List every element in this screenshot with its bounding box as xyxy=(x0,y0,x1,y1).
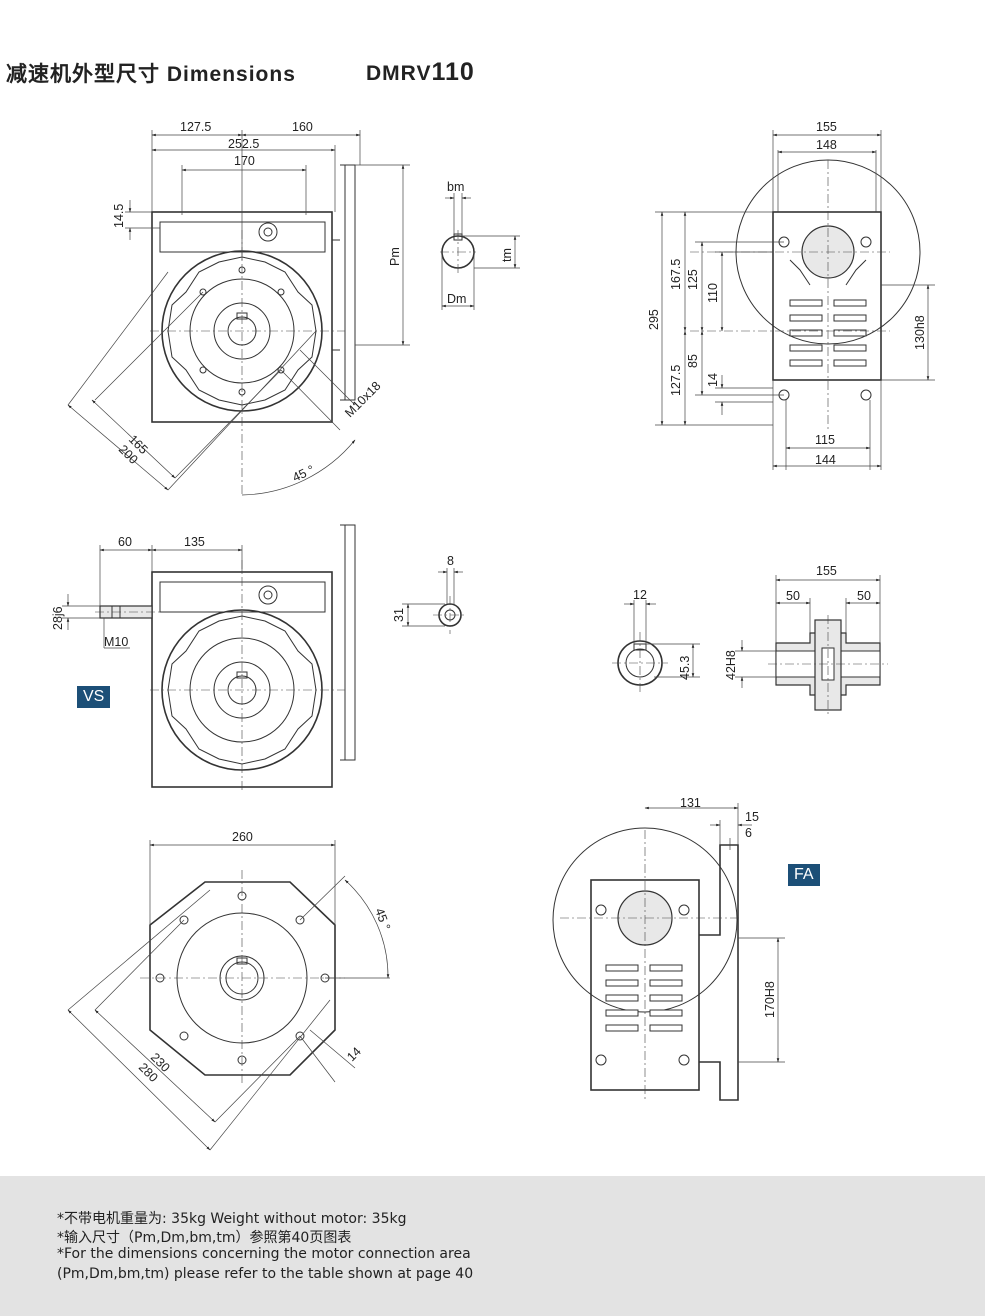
dim-15: 15 xyxy=(745,810,759,824)
dim-8: 8 xyxy=(447,554,454,568)
dim-31: 31 xyxy=(392,608,406,622)
fa-label: FA xyxy=(788,864,820,886)
vs-front-view: 60 135 28j6 M10 xyxy=(51,524,356,790)
dim-130h8: 130h8 xyxy=(913,315,927,350)
dim-m10x18: M10x18 xyxy=(342,379,383,420)
dim-45-3: 45.3 xyxy=(678,656,692,680)
dim-42h8: 42H8 xyxy=(724,650,738,680)
dim-bm: bm xyxy=(447,180,464,194)
dim-45-flange: 45 ° xyxy=(372,906,393,932)
dim-6: 6 xyxy=(745,826,752,840)
dim-260: 260 xyxy=(232,830,253,844)
dim-85: 85 xyxy=(686,354,700,368)
dim-170h8: 170H8 xyxy=(763,981,777,1018)
shaft-section-view: bm tm Dm xyxy=(440,180,520,310)
dim-252-5: 252.5 xyxy=(228,137,259,151)
dim-50-left: 50 xyxy=(786,589,800,603)
dim-131: 131 xyxy=(680,796,701,810)
note-page-reference: (Pm,Dm,bm,tm) please refer to the table … xyxy=(57,1266,474,1282)
fa-side-view: 131 15 6 170H8 xyxy=(552,796,785,1101)
hollow-shaft-section-view: 155 50 50 42H8 xyxy=(724,564,888,715)
title-english: Dimensions xyxy=(166,63,296,86)
dim-tm: tm xyxy=(500,248,514,262)
dim-dm: Dm xyxy=(447,292,466,306)
dim-127-5: 127.5 xyxy=(180,120,211,134)
dim-144: 144 xyxy=(815,453,836,467)
dim-pm: Pm xyxy=(388,247,402,266)
side-view: 155 148 295 167.5 125 110 85 127.5 14 13… xyxy=(647,120,935,470)
page-title: 减速机外型尺寸 Dimensions DMRV110 xyxy=(6,58,474,88)
dim-115: 115 xyxy=(815,433,835,447)
note-motor-connection: *For the dimensions concerning the motor… xyxy=(57,1246,471,1262)
note-weight: *不带电机重量为: 35kg Weight without motor: 35k… xyxy=(57,1211,407,1227)
dim-50-right: 50 xyxy=(857,589,871,603)
dim-148: 148 xyxy=(816,138,837,152)
dim-295: 295 xyxy=(647,309,661,330)
dim-m10: M10 xyxy=(104,635,128,649)
dim-14-5: 14.5 xyxy=(112,204,126,228)
dim-127-5-lower: 127.5 xyxy=(669,365,683,396)
vs-label: VS xyxy=(77,686,111,708)
dim-14: 14 xyxy=(706,373,720,387)
dim-155-shaft: 155 xyxy=(816,564,837,578)
dim-45-angle: 45 ° xyxy=(290,463,316,485)
dim-28j6: 28j6 xyxy=(51,606,65,630)
dim-110: 110 xyxy=(706,283,720,303)
dim-135: 135 xyxy=(184,535,205,549)
note-input-dims-cn: *输入尺寸（Pm,Dm,bm,tm）参照第40页图表 xyxy=(57,1230,352,1246)
title-chinese: 减速机外型尺寸 xyxy=(6,62,160,86)
dim-167-5: 167.5 xyxy=(669,259,683,290)
hollow-shaft-key-view: 12 45.3 xyxy=(612,588,700,694)
dim-160: 160 xyxy=(292,120,313,134)
front-view: 127.5 160 252.5 170 14.5 Pm M10x18 165 2… xyxy=(67,120,410,496)
model-name: DMRV110 xyxy=(366,58,475,86)
dim-155: 155 xyxy=(816,120,837,134)
dim-60: 60 xyxy=(118,535,132,549)
flange-view: 260 45 ° 230 280 14 xyxy=(67,830,393,1151)
notes-panel: *不带电机重量为: 35kg Weight without motor: 35k… xyxy=(0,1176,985,1316)
input-shaft-key-view: 8 31 xyxy=(392,554,467,634)
dim-125: 125 xyxy=(686,269,700,290)
dim-12: 12 xyxy=(633,588,647,602)
dim-170: 170 xyxy=(234,154,255,168)
